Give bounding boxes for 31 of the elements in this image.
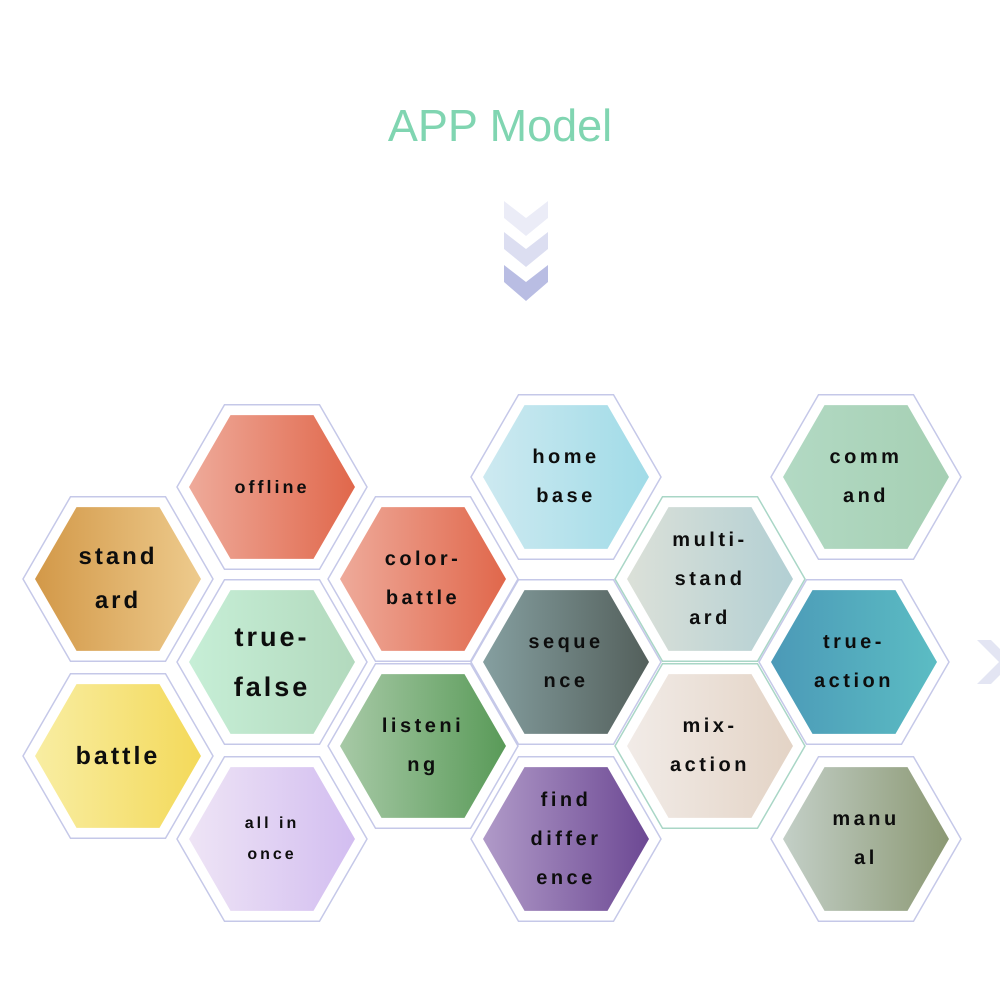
hexagon-label: comm and [828, 445, 904, 509]
hexagon-tile [22, 495, 214, 663]
hexagon-tile [614, 495, 806, 663]
diagram-title: APP Model [388, 103, 612, 148]
hexagon-label: offline [234, 476, 310, 499]
hexagon-label: battle [76, 741, 160, 771]
hexagon-label: seque nce [527, 630, 605, 694]
hexagon-label: true- false [232, 621, 312, 704]
hexagon-tile [470, 393, 662, 561]
hexagon-tile [758, 578, 950, 746]
hexagon-tile [770, 393, 962, 561]
hexagon-tile [22, 672, 214, 840]
hexagon-label: listeni ng [380, 714, 466, 778]
hexagon-tile [327, 495, 519, 663]
hexagon-tile [470, 755, 662, 923]
hexagon-label: multi- stand ard [671, 528, 749, 630]
hexagon-label: mix- action [669, 714, 751, 778]
hexagon-tile [176, 755, 368, 923]
hexagon-tile [614, 662, 806, 830]
hexagon-tile [770, 755, 962, 923]
hexagon-tile [176, 578, 368, 746]
hexagon-label: manu al [831, 807, 901, 871]
hexagon-tile [327, 662, 519, 830]
hexagon-label: home base [531, 445, 601, 509]
hexagon-label: true- action [813, 630, 895, 694]
hexagon-label: all in once [244, 814, 300, 865]
hexagon-label: stand ard [77, 542, 158, 616]
hexagon-tile [176, 403, 368, 571]
hexagon-label: find differ ence [530, 788, 602, 890]
hexagon-label: color- battle [384, 547, 462, 611]
hexagon-tile [470, 578, 662, 746]
